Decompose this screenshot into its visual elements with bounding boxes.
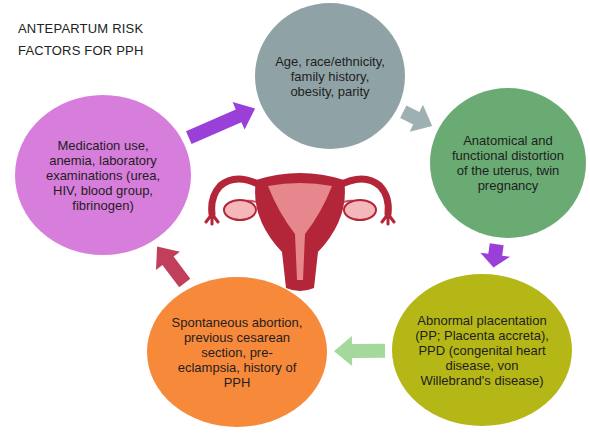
risk-circle: Anatomical and functional distortion of … (430, 88, 586, 238)
circle-text: Age, race/ethnicity, family history, obe… (275, 54, 386, 99)
diagram-title: ANTEPARTUM RISK FACTORS FOR PPH (18, 18, 146, 62)
risk-circle: Abnormal placentation (PP; Placenta accr… (392, 274, 572, 426)
circle-text: Anatomical and functional distortion of … (449, 133, 568, 193)
uterus-body (255, 173, 345, 291)
risk-circle: Spontaneous abortion, previous cesarean … (147, 277, 327, 427)
flow-arrow (186, 102, 255, 144)
risk-circle: Medication use, anemia, laboratory exami… (15, 95, 191, 255)
ovary (224, 200, 256, 220)
circle-text: Abnormal placentation (PP; Placenta accr… (412, 313, 552, 388)
flow-arrow (480, 243, 510, 267)
flow-arrow (400, 105, 432, 132)
uterine-cavity (268, 183, 332, 280)
risk-circle: Age, race/ethnicity, family history, obe… (255, 3, 405, 149)
circle-text: Spontaneous abortion, previous cesarean … (171, 315, 304, 390)
circle-text: Medication use, anemia, laboratory exami… (36, 138, 170, 213)
ovary (344, 200, 376, 220)
flow-arrow (334, 336, 385, 366)
flow-arrow (156, 247, 190, 288)
